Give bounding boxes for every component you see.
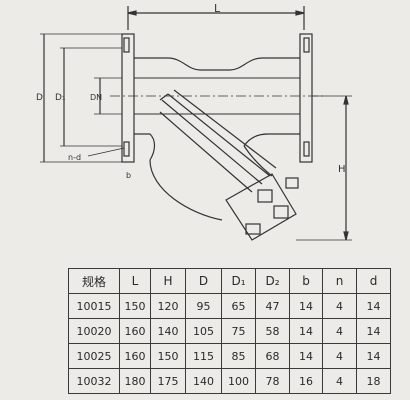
cell: 4 bbox=[322, 318, 357, 344]
right-flange-bolt-top bbox=[303, 37, 310, 53]
dim-h-arrow-top bbox=[343, 95, 349, 105]
table-row: 10015 150 120 95 65 47 14 4 14 bbox=[68, 293, 391, 319]
cell: 150 bbox=[150, 343, 186, 369]
left-flange-bolt-top bbox=[123, 37, 130, 53]
cell: 4 bbox=[322, 293, 357, 319]
cell: 14 bbox=[289, 318, 323, 344]
y-strainer-drawing: L D D₁ DN n-d b H bbox=[36, 2, 352, 241]
header-spec: 规格 bbox=[68, 268, 120, 294]
header-h: H bbox=[150, 268, 186, 294]
cell: 14 bbox=[356, 318, 391, 344]
label-n-d: n-d bbox=[68, 153, 81, 162]
cell: 105 bbox=[185, 318, 222, 344]
cell: 14 bbox=[289, 293, 323, 319]
header-d-small: d bbox=[356, 268, 391, 294]
header-d: D bbox=[185, 268, 222, 294]
cell: 4 bbox=[322, 368, 357, 394]
strainer-leg-inner bbox=[243, 145, 273, 177]
dim-l-arrow-left bbox=[127, 10, 137, 16]
cover-bolt-2 bbox=[273, 205, 289, 219]
cell: 65 bbox=[221, 293, 256, 319]
table-header-row: 规格 L H D D₁ D₂ b n d bbox=[68, 268, 391, 294]
header-n: n bbox=[322, 268, 357, 294]
cell: 95 bbox=[185, 293, 222, 319]
label-dn: DN bbox=[90, 93, 102, 102]
cell: 140 bbox=[185, 368, 222, 394]
cell: 58 bbox=[255, 318, 290, 344]
table-row: 10025 160 150 115 85 68 14 4 14 bbox=[68, 343, 391, 369]
label-d1: D₁ bbox=[55, 93, 66, 103]
cell: 85 bbox=[221, 343, 256, 369]
header-l: L bbox=[119, 268, 151, 294]
label-b: b bbox=[126, 171, 131, 180]
cell: 140 bbox=[150, 318, 186, 344]
body-bottom-right bbox=[243, 133, 300, 147]
label-l: L bbox=[214, 2, 221, 15]
right-flange bbox=[299, 33, 313, 163]
cell: 68 bbox=[255, 343, 290, 369]
table-row: 10020 160 140 105 75 58 14 4 14 bbox=[68, 318, 391, 344]
cover-bolt-4 bbox=[285, 177, 299, 189]
cell: 180 bbox=[119, 368, 151, 394]
cell: 4 bbox=[322, 343, 357, 369]
strainer-leg-outer bbox=[149, 159, 223, 221]
cell: 160 bbox=[119, 318, 151, 344]
screen-cap bbox=[159, 93, 169, 101]
screen-line-3 bbox=[167, 93, 271, 177]
screen-line-4 bbox=[173, 89, 277, 169]
header-d2: D₂ bbox=[255, 268, 290, 294]
cell: 16 bbox=[289, 368, 323, 394]
spec-table: 规格 L H D D₁ D₂ b n d 10015 150 120 95 65… bbox=[68, 268, 391, 394]
screen-line-2 bbox=[159, 111, 253, 193]
cell: 120 bbox=[150, 293, 186, 319]
left-flange-bolt-bottom bbox=[123, 141, 130, 157]
header-d1: D₁ bbox=[221, 268, 256, 294]
cell: 14 bbox=[289, 343, 323, 369]
screen-line-1 bbox=[161, 99, 263, 185]
right-flange-bolt-bottom bbox=[303, 141, 310, 157]
cover-bolt-3 bbox=[245, 223, 261, 235]
dim-l-arrow-right bbox=[295, 10, 305, 16]
cell: 14 bbox=[356, 343, 391, 369]
cell: 10020 bbox=[68, 318, 120, 344]
table-row: 10032 180 175 140 100 78 16 4 18 bbox=[68, 368, 391, 394]
cell: 100 bbox=[221, 368, 256, 394]
cell: 160 bbox=[119, 343, 151, 369]
cell: 10025 bbox=[68, 343, 120, 369]
cell: 47 bbox=[255, 293, 290, 319]
left-flange bbox=[121, 33, 135, 163]
cell: 10015 bbox=[68, 293, 120, 319]
label-d: D bbox=[36, 93, 43, 103]
cell: 78 bbox=[255, 368, 290, 394]
body-top-outline bbox=[134, 57, 300, 71]
cell: 18 bbox=[356, 368, 391, 394]
label-h: H bbox=[338, 164, 346, 175]
cell: 75 bbox=[221, 318, 256, 344]
dim-h-arrow-bottom bbox=[343, 231, 349, 241]
cell: 175 bbox=[150, 368, 186, 394]
header-b: b bbox=[289, 268, 323, 294]
cover-bolt-1 bbox=[257, 189, 273, 203]
cell: 150 bbox=[119, 293, 151, 319]
cover-flange bbox=[225, 173, 297, 241]
n-d-leader bbox=[87, 147, 125, 157]
body-bottom-left bbox=[134, 133, 156, 161]
cell: 10032 bbox=[68, 368, 120, 394]
cell: 115 bbox=[185, 343, 222, 369]
cell: 14 bbox=[356, 293, 391, 319]
